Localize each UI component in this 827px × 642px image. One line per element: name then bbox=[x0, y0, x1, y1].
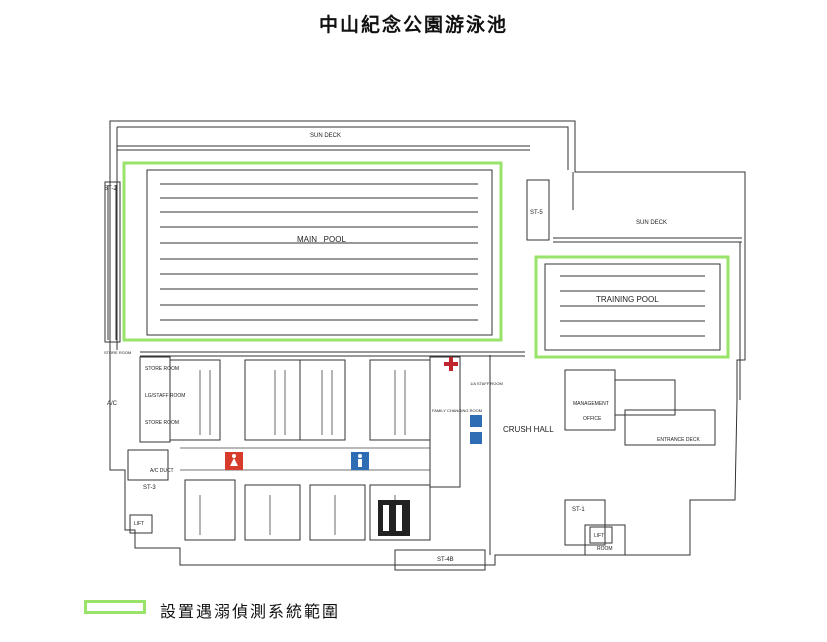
store-room-2-label: STORE ROOM bbox=[145, 420, 179, 426]
training-pool-lanes bbox=[560, 275, 705, 337]
office-label: OFFICE bbox=[583, 416, 602, 422]
st1-label: ST-1 bbox=[572, 507, 585, 513]
ac-left-label: A/C bbox=[107, 401, 118, 407]
crush-hall-label: CRUSH HALL bbox=[503, 425, 554, 434]
st3-label: ST-3 bbox=[143, 485, 156, 491]
main-pool-lanes bbox=[160, 183, 478, 321]
female-toilet-icon bbox=[225, 452, 243, 470]
building-outline bbox=[109, 120, 746, 566]
wheelchair-icon bbox=[470, 415, 482, 444]
room-right-label: ROOM bbox=[597, 546, 613, 552]
main-pool-tank bbox=[146, 169, 493, 336]
store-room-left-label: STORE ROOM bbox=[104, 350, 131, 355]
lift-left-label: LIFT bbox=[134, 521, 144, 527]
management-label: MANAGEMENT bbox=[573, 401, 609, 407]
family-changing-label: FAMILY CHANGING ROOM bbox=[432, 408, 482, 413]
staff-room-label: 1/A STAFF ROOM bbox=[470, 381, 503, 386]
detection-zone-main-pool bbox=[122, 161, 503, 342]
detection-zone-training-pool bbox=[534, 255, 730, 359]
st5-label: ST-5 bbox=[530, 210, 543, 216]
sun-deck-top-label: SUN DECK bbox=[310, 133, 341, 139]
floor-plan: SUN DECK SUN DECK MAIN POOL TRAINING POO… bbox=[104, 120, 746, 571]
lift-right-label: LIFT bbox=[594, 533, 604, 539]
training-pool-tank bbox=[544, 263, 721, 351]
page-title: 中山紀念公園游泳池 bbox=[318, 14, 508, 36]
st2-label: ST-2 bbox=[104, 186, 117, 192]
legend-text: 設置遇溺偵測系統範圍 bbox=[160, 602, 341, 621]
store-room-1-label: STORE ROOM bbox=[145, 366, 179, 372]
first-aid-cross-icon bbox=[444, 357, 458, 371]
lg-staff-room-label: LG/STAFF ROOM bbox=[145, 393, 185, 399]
ac-duct-label: A/C DUCT bbox=[150, 468, 174, 474]
st4b-label: ST-4B bbox=[437, 557, 454, 563]
entrance-deck-label: ENTRANCE DECK bbox=[657, 437, 700, 443]
male-toilet-icon bbox=[351, 452, 369, 470]
sun-deck-right-label: SUN DECK bbox=[636, 220, 667, 226]
legend-swatch bbox=[84, 600, 146, 614]
main-pool-label: MAIN POOL bbox=[297, 235, 346, 244]
training-pool-label: TRAINING POOL bbox=[596, 295, 659, 304]
